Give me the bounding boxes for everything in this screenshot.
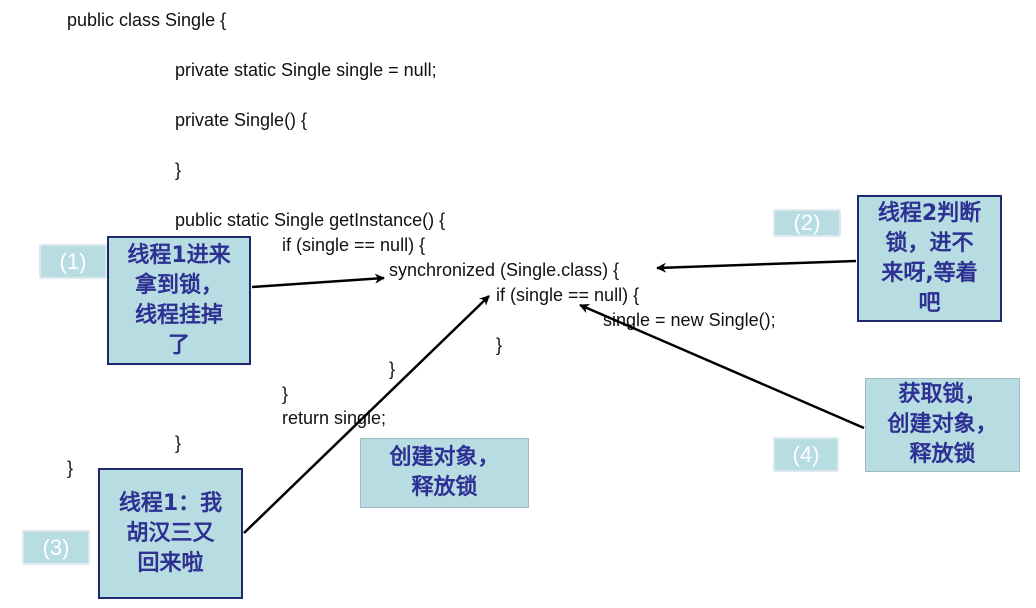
code-line-getinstance: public static Single getInstance() { [175,210,446,230]
code-line-return: return single; [282,408,387,428]
note-create-release-mid: 创建对象， 释放锁 [360,438,529,508]
code-line-sync-close: } [389,359,396,379]
code-line-method-close: } [175,433,182,453]
step-tag-3: (3) [22,530,90,565]
code-line-inner-if-close: } [496,335,503,355]
code-line-constructor-close: } [175,160,182,180]
step-tag-1: (1) [39,244,107,279]
code-line-class-decl: public class Single { [67,10,227,30]
code-line-synchronized: synchronized (Single.class) { [389,260,620,280]
note-acquire-create-release: 获取锁， 创建对象， 释放锁 [865,378,1020,472]
arrow-thread2-to-synchronized [656,259,857,273]
code-line-field: private static Single single = null; [175,60,437,80]
note-thread1-back: 线程1：我 胡汉三又 回来啦 [98,468,243,599]
code-line-new-single: single = new Single(); [603,310,776,330]
code-line-class-close: } [67,458,74,478]
step-tag-4: (4) [773,437,839,472]
note-thread2-judge: 线程2判断 锁，进不 来呀,等着 吧 [857,195,1002,322]
code-line-inner-if: if (single == null) { [496,285,640,305]
note-thread1-enter: 线程1进来 拿到锁， 线程挂掉 了 [107,236,251,365]
code-line-outer-if-close: } [282,384,289,404]
code-line-outer-if: if (single == null) { [282,235,426,255]
arrow-thread1-to-synchronized [251,273,385,289]
step-tag-2: (2) [773,209,841,237]
code-line-constructor: private Single() { [175,110,308,130]
